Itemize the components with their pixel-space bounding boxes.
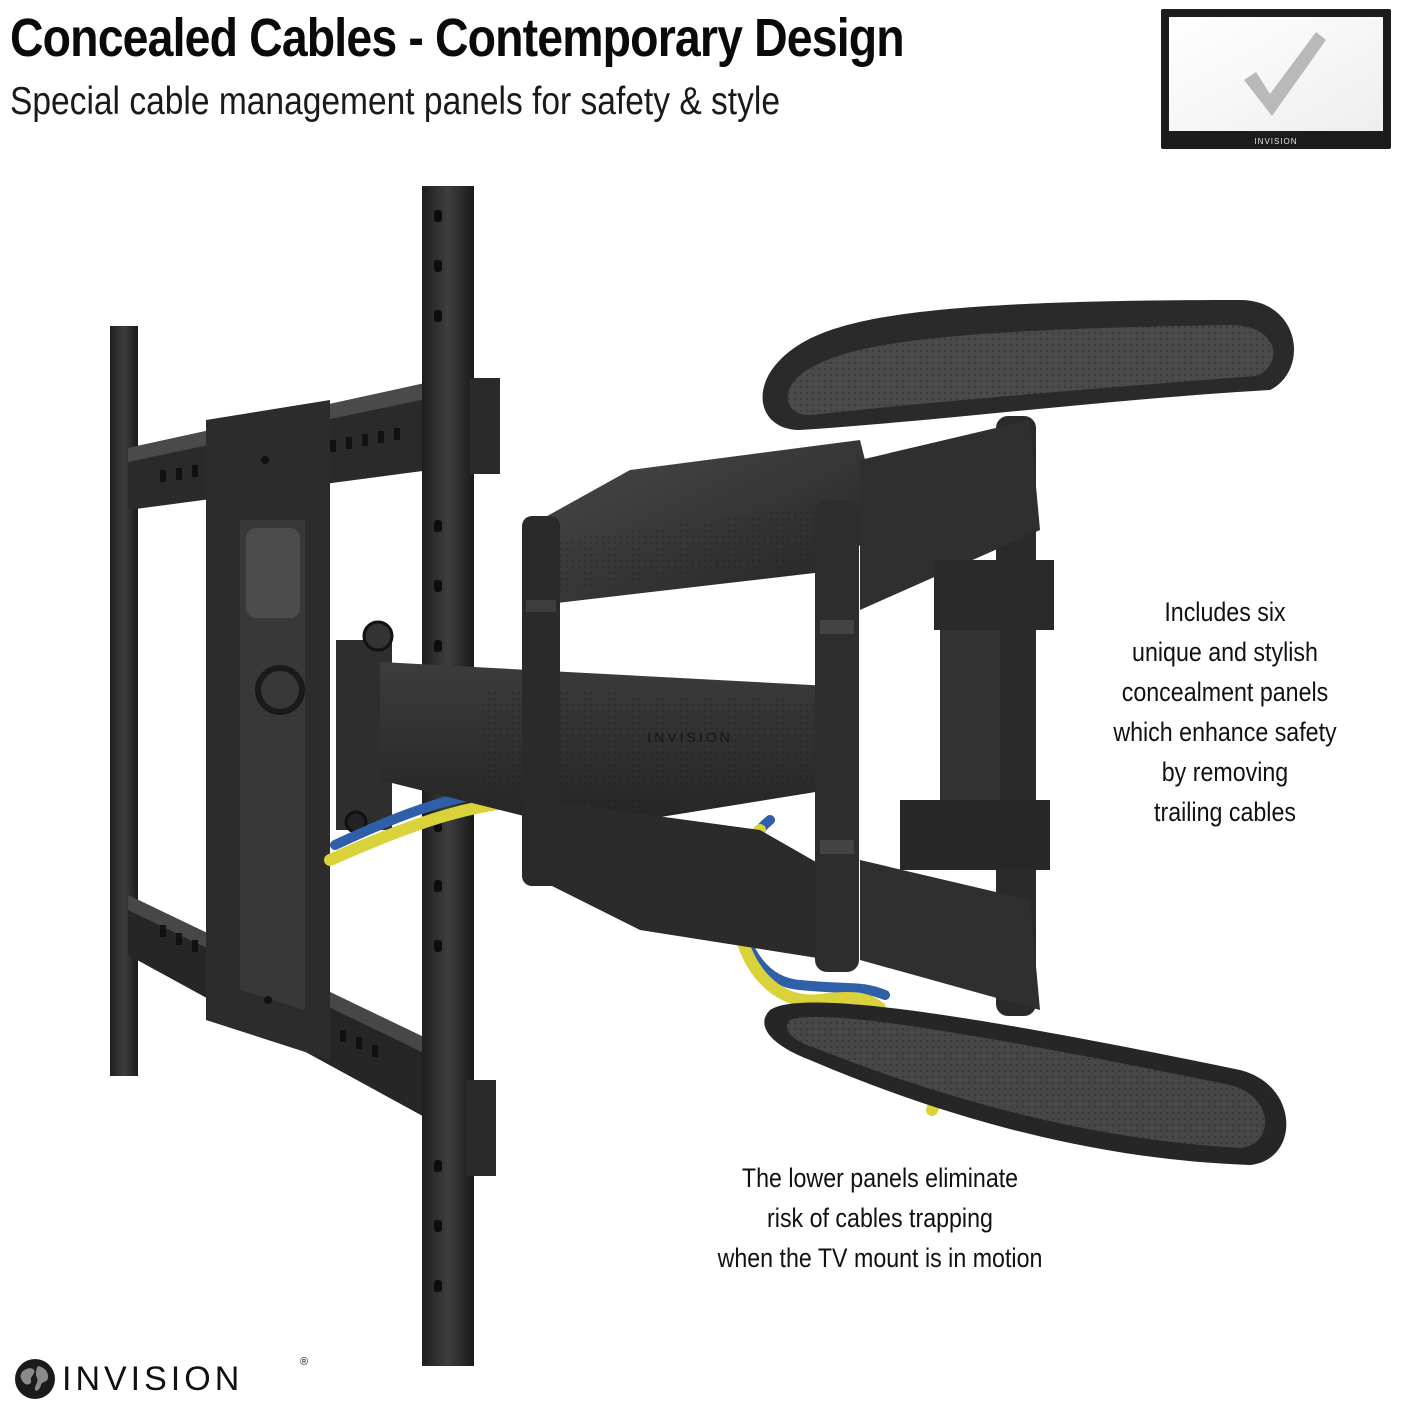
callout-line: The lower panels eliminate — [741, 1163, 1019, 1193]
elbow-brackets — [860, 420, 1054, 1010]
central-backplate — [206, 400, 330, 1060]
callout-line: concealment panels — [1121, 677, 1329, 707]
callout-concealment-panels: Includes six unique and stylish concealm… — [1100, 592, 1349, 832]
callout-line: when the TV mount is in motion — [717, 1243, 1043, 1273]
tv-checkmark-badge: INVISION — [1161, 9, 1391, 149]
globe-icon — [15, 1359, 55, 1399]
callout-line: trailing cables — [1154, 797, 1296, 827]
upper-tv-bracket — [762, 300, 1294, 430]
callout-lower-panels: The lower panels eliminate risk of cable… — [717, 1158, 1044, 1278]
lower-tv-bracket — [764, 1002, 1287, 1165]
tv-wall-mount-illustration: INVISION — [110, 186, 1294, 1366]
middle-arm-lower-panel — [540, 800, 830, 960]
left-vertical-rail — [110, 326, 138, 1076]
registered-mark: ® — [300, 1356, 309, 1368]
callout-line: which enhance safety — [1113, 717, 1337, 747]
brand-name: INVISION — [62, 1360, 244, 1398]
arm-logo-text: INVISION — [647, 729, 732, 745]
callout-line: risk of cables trapping — [767, 1203, 993, 1233]
brand-logo: INVISION ® — [14, 1356, 334, 1402]
page-title: Concealed Cables - Contemporary Design — [10, 8, 905, 68]
checkmark-icon — [1244, 32, 1326, 116]
page-subtitle: Special cable management panels for safe… — [10, 80, 780, 123]
badge-brand-text: INVISION — [1254, 137, 1297, 146]
lower-arm-panel: INVISION — [380, 662, 842, 830]
callout-line: unique and stylish — [1132, 637, 1318, 667]
callout-line: by removing — [1161, 757, 1289, 787]
callout-line: Includes six — [1164, 597, 1286, 627]
upper-arm-panel — [540, 440, 880, 605]
